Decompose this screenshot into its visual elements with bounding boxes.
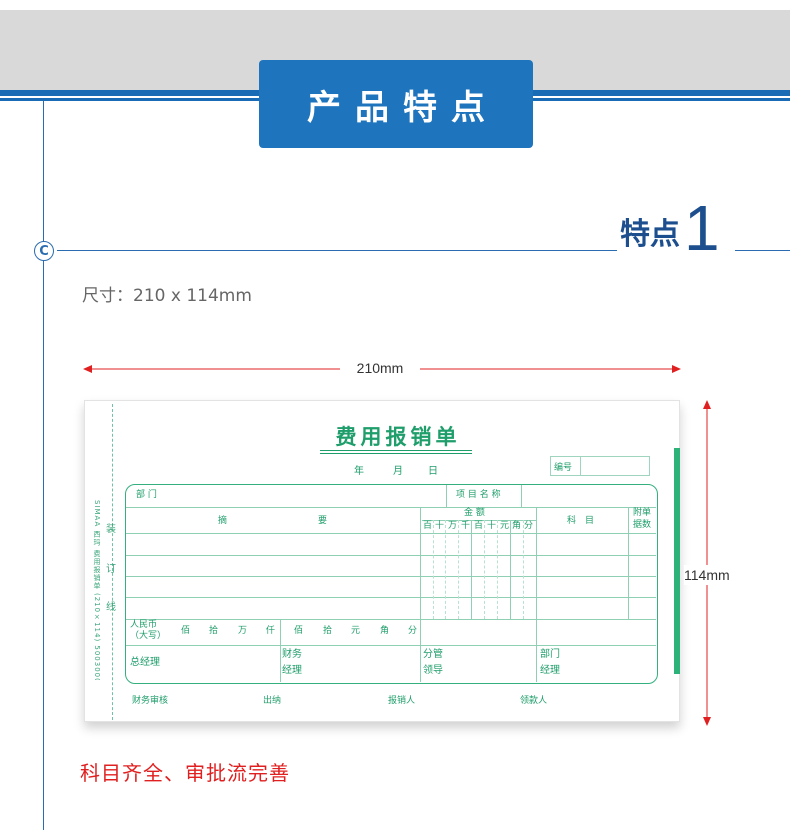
digit-label: 角 [512,521,522,531]
grid-rule [126,619,656,620]
rmb-unit: 拾 [323,626,333,636]
rmb-unit: 拾 [209,626,219,636]
rmb-unit: 仟 [266,626,276,636]
summary-label: 摘 [218,516,228,526]
grid-col-rule [420,507,421,645]
height-dimension-label: 114mm [684,565,730,585]
title-underline [320,450,472,451]
grid-col-rule [420,645,421,682]
digit-label: 百 [474,521,484,531]
width-dimension-label: 210mm [340,360,420,376]
serial-number-box [550,456,650,476]
horizontal-guide-line-right [735,250,790,251]
date-year: 年 [354,466,364,477]
project-name-label: 项 目 名 称 [456,490,501,500]
serial-number-label: 编号 [554,463,573,473]
approver-division-1: 分管 [423,649,443,660]
subject-label: 科 目 [567,516,595,526]
horizontal-guide-line [57,250,617,251]
digit-label: 元 [500,521,510,531]
binding-dashed-line [112,404,113,720]
attachment-label-1: 附单 [633,508,652,518]
digit-divider [445,520,446,619]
approver-finance-2: 经理 [282,665,302,676]
digit-label: 百 [423,521,433,531]
signature-finance-review: 财务审核 [132,696,169,706]
section-title: 产品特点 [259,60,533,148]
digit-divider [523,520,524,619]
grid-col-rule [628,507,629,619]
rmb-label-2: （大写） [130,631,167,641]
grid-col-rule [536,645,537,682]
approver-division-2: 领导 [423,665,443,676]
voucher-side-text: SIMAA 西玛 费用报销单 (210×114) 5003000 [93,500,101,680]
date-day: 日 [428,466,438,477]
digit-divider [510,520,511,619]
approver-finance-1: 财务 [282,649,302,660]
department-label: 部 门 [136,490,157,500]
size-description: 尺寸：210 x 114mm [82,286,252,306]
rmb-unit: 元 [351,626,361,636]
digit-divider [497,520,498,619]
approver-department-2: 经理 [540,665,560,676]
voucher-green-strip [674,448,680,674]
amount-label: 金 额 [464,508,485,518]
copyright-circle-icon: C [34,241,54,261]
signature-claimant: 报销人 [388,696,416,706]
rmb-unit: 角 [380,626,390,636]
feature-heading: 特点 1 [620,190,720,260]
digit-label: 十 [435,521,445,531]
grid-rule [126,576,656,577]
grid-rule [126,555,656,556]
voucher-title: 费用报销单 [335,424,461,449]
feature-label: 特点 [620,217,680,252]
digit-label: 分 [524,521,534,531]
title-underline-2 [320,453,472,454]
voucher-grid: 部 门 项 目 名 称 摘 要 金 额 科 目 附单 据数 百 十 万 千 百 … [125,484,658,684]
approver-general-manager: 总经理 [130,657,160,668]
binding-char-3: 线 [106,602,116,613]
amount-subheader-rule [422,520,536,521]
feature-number: 1 [684,192,720,264]
grid-col-rule [521,485,522,507]
vertical-guide-line [43,101,44,830]
summary-label-2: 要 [318,516,328,526]
grid-col-rule [446,485,447,507]
signature-payee: 领款人 [520,696,548,706]
rmb-unit: 万 [238,626,248,636]
rmb-unit: 佰 [181,626,191,636]
digit-divider [471,520,472,619]
grid-rule [126,597,656,598]
height-dimension-arrow [703,400,711,726]
approver-department-1: 部门 [540,649,560,660]
serial-number-divider [580,456,581,476]
digit-label: 千 [461,521,471,531]
binding-char-2: 订 [106,564,116,575]
feature-caption: 科目齐全、审批流完善 [80,761,290,785]
grid-rule [126,645,656,646]
rmb-unit: 分 [408,626,418,636]
signature-cashier: 出纳 [263,696,282,706]
grid-rule [126,533,656,534]
attachment-label-2: 据数 [633,520,652,530]
digit-divider [433,520,434,619]
digit-label: 万 [448,521,458,531]
digit-label: 十 [487,521,497,531]
rmb-label-1: 人民币 [130,620,158,630]
digit-divider [458,520,459,619]
digit-divider [484,520,485,619]
binding-char-1: 装 [106,524,116,535]
rmb-unit: 佰 [294,626,304,636]
grid-rule [126,507,656,508]
date-month: 月 [393,466,403,477]
grid-col-rule [280,619,281,682]
grid-col-rule [536,507,537,645]
